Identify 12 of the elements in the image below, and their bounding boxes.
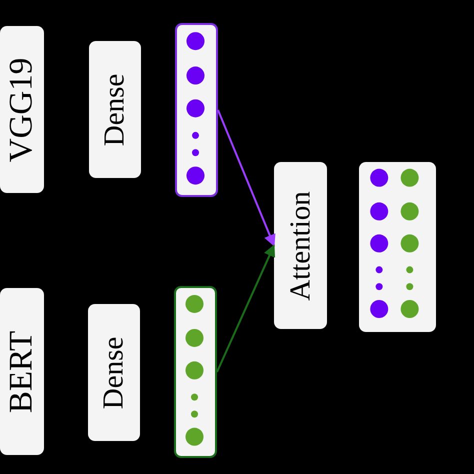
node-label: Dense <box>100 73 130 146</box>
layer-box <box>89 41 141 178</box>
encoder-box <box>0 288 44 455</box>
encoder-box <box>0 26 44 193</box>
attention-box <box>274 162 327 329</box>
node-label: Attention <box>286 190 315 300</box>
node-label: BERT <box>6 330 38 413</box>
node-label: Dense <box>100 336 128 409</box>
layer-box <box>88 304 140 441</box>
arrow <box>216 244 276 372</box>
arrow <box>217 110 276 247</box>
node-label: VGG19 <box>6 57 38 162</box>
